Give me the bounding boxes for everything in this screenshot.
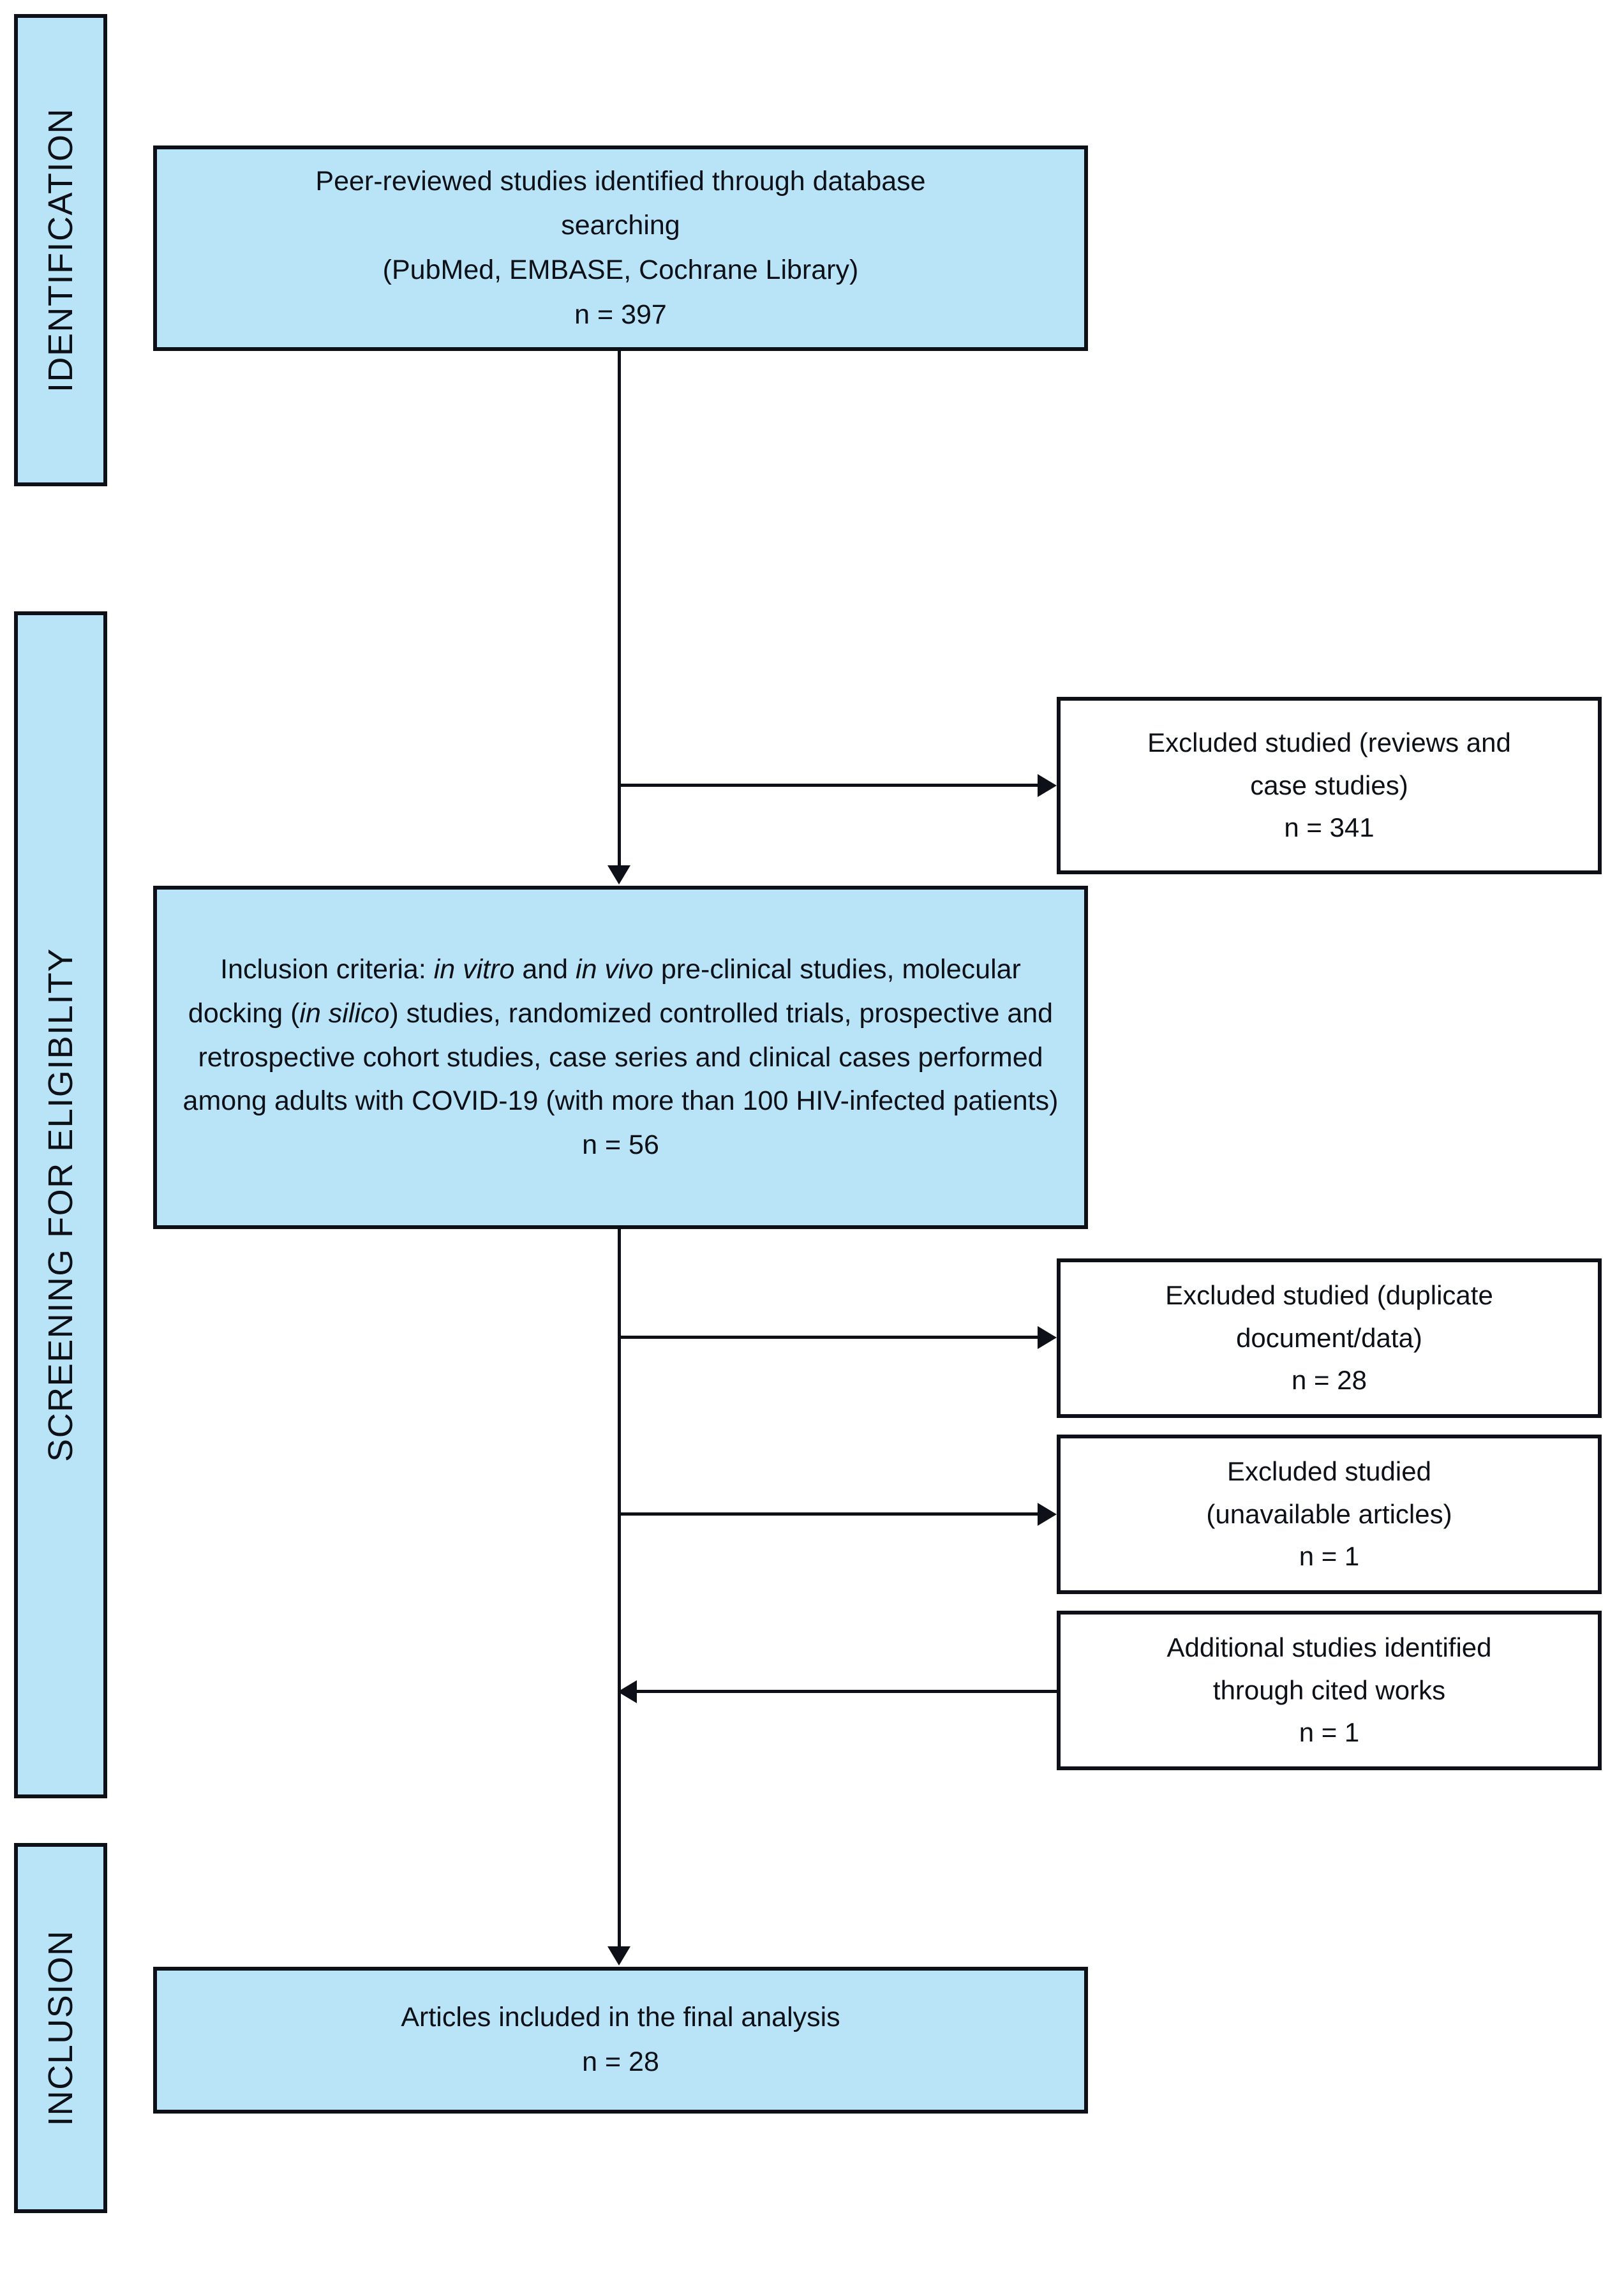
box-studies-identified-text: Peer-reviewed studies identified through… [157, 160, 1084, 338]
box-final-included-text: Articles included in the final analysis … [157, 1995, 1084, 2084]
connector-identified-to-criteria [618, 351, 621, 867]
box-excluded-unavailable: Excluded studied (unavailable articles) … [1057, 1435, 1602, 1594]
stage-label-inclusion: INCLUSION [41, 1930, 80, 2126]
arrow-down-to-criteria [607, 865, 630, 884]
connector-to-excluded-unavailable [618, 1512, 1039, 1516]
excluded-duplicate-count: n = 28 [1292, 1365, 1367, 1396]
box-excluded-reviews: Excluded studied (reviews and case studi… [1057, 697, 1602, 874]
excluded-unavailable-count: n = 1 [1299, 1541, 1360, 1572]
box-additional-cited-works: Additional studies identified through ci… [1057, 1611, 1602, 1770]
stage-bar-inclusion: INCLUSION [14, 1843, 107, 2213]
term-in-vivo: in vivo [576, 954, 653, 985]
excluded-unavailable-line-1: Excluded studied [1227, 1456, 1431, 1487]
arrow-right-excluded-duplicate [1038, 1326, 1057, 1349]
identified-line-1: Peer-reviewed studies identified through… [315, 165, 926, 197]
excluded-reviews-line-1: Excluded studied (reviews and [1147, 727, 1511, 758]
stage-bar-identification: IDENTIFICATION [14, 14, 107, 486]
identified-count: n = 397 [574, 299, 667, 330]
box-final-included: Articles included in the final analysis … [153, 1967, 1088, 2114]
connector-criteria-to-final [618, 1229, 621, 1949]
additional-cited-line-1: Additional studies identified [1166, 1632, 1492, 1663]
box-excluded-duplicate: Excluded studied (duplicate document/dat… [1057, 1258, 1602, 1418]
excluded-reviews-line-2: case studies) [1250, 770, 1408, 800]
additional-cited-count: n = 1 [1299, 1717, 1360, 1748]
stage-label-identification: IDENTIFICATION [41, 108, 80, 392]
excluded-duplicate-line-1: Excluded studied (duplicate [1165, 1280, 1493, 1311]
box-inclusion-criteria-text: Inclusion criteria: in vitro and in vivo… [157, 948, 1084, 1167]
stage-bar-screening: SCREENING FOR ELIGIBILITY [14, 611, 107, 1798]
box-excluded-reviews-text: Excluded studied (reviews and case studi… [1061, 722, 1598, 849]
inclusion-criteria-body: Inclusion criteria: in vitro and in vivo… [183, 954, 1059, 1117]
connector-from-additional-cited [637, 1690, 1057, 1693]
additional-cited-line-2: through cited works [1212, 1675, 1446, 1705]
term-in-silico: in silico [299, 997, 390, 1029]
connector-to-excluded-duplicate [618, 1336, 1039, 1339]
final-included-line-1: Articles included in the final analysis [401, 2002, 840, 2033]
arrow-right-excluded-unavailable [1038, 1503, 1057, 1526]
excluded-unavailable-line-2: (unavailable articles) [1206, 1498, 1452, 1529]
inclusion-criteria-count: n = 56 [582, 1130, 659, 1161]
excluded-reviews-count: n = 341 [1284, 812, 1374, 843]
box-excluded-duplicate-text: Excluded studied (duplicate document/dat… [1061, 1274, 1598, 1401]
arrow-right-excluded-reviews [1038, 774, 1057, 797]
box-studies-identified: Peer-reviewed studies identified through… [153, 145, 1088, 351]
arrow-left-additional-cited [618, 1680, 637, 1703]
identified-line-3: (PubMed, EMBASE, Cochrane Library) [382, 255, 859, 285]
term-in-vitro: in vitro [433, 954, 515, 985]
connector-to-excluded-reviews [618, 784, 1039, 787]
final-included-count: n = 28 [582, 2047, 659, 2077]
identified-line-2: searching [561, 210, 680, 241]
box-additional-cited-works-text: Additional studies identified through ci… [1061, 1627, 1598, 1754]
arrow-down-to-final [607, 1946, 630, 1965]
stage-label-screening: SCREENING FOR ELIGIBILITY [41, 948, 80, 1462]
box-inclusion-criteria: Inclusion criteria: in vitro and in vivo… [153, 886, 1088, 1229]
excluded-duplicate-line-2: document/data) [1236, 1322, 1422, 1353]
box-excluded-unavailable-text: Excluded studied (unavailable articles) … [1061, 1451, 1598, 1578]
